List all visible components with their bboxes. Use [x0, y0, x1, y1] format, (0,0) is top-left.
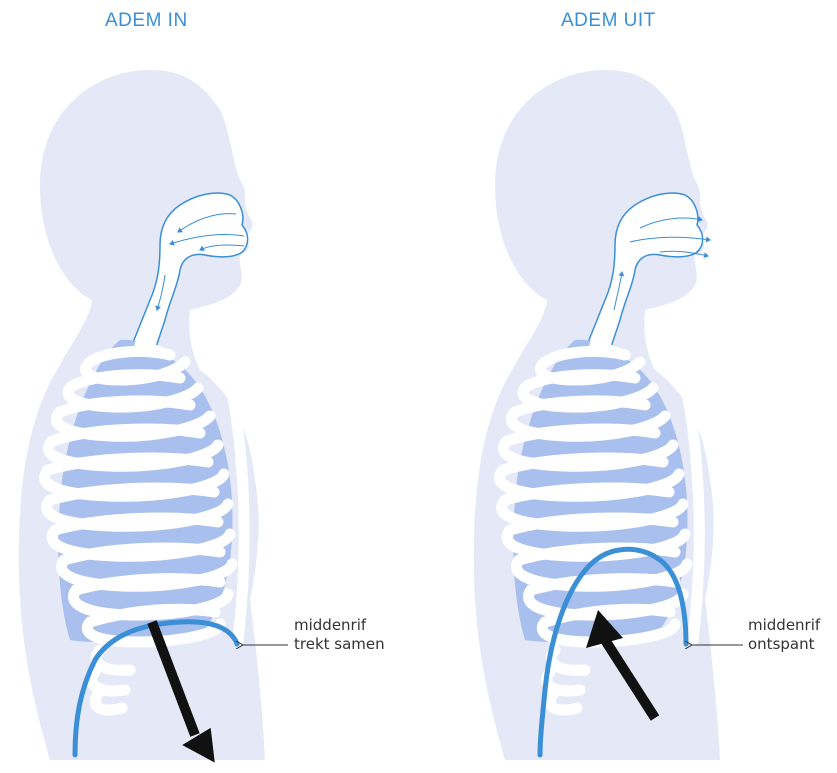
panel-inhale	[19, 70, 288, 768]
label-line: middenrif	[748, 616, 820, 635]
diaphragm-label-inhale: middenrif trekt samen	[294, 616, 385, 654]
diaphragm-label-exhale: middenrif ontspant	[748, 616, 820, 654]
panel-title-inhale: ADEM IN	[105, 10, 188, 32]
label-line: ontspant	[748, 635, 820, 654]
label-line: middenrif	[294, 616, 385, 635]
label-line: trekt samen	[294, 635, 385, 654]
panel-exhale	[474, 70, 743, 760]
panel-title-exhale: ADEM UIT	[561, 10, 656, 32]
